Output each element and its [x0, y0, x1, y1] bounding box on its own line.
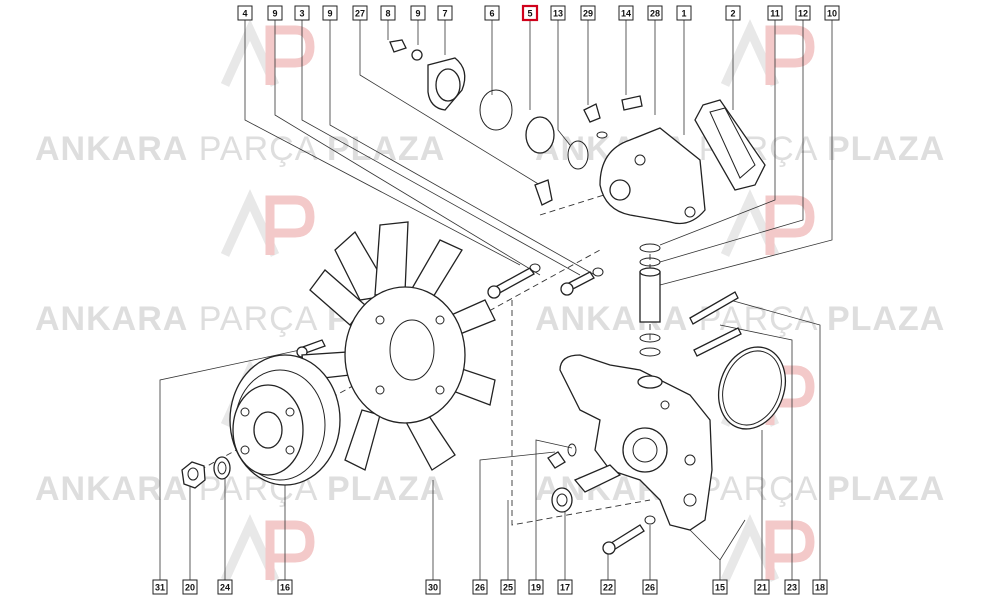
leader-lines-bottom [159, 299, 821, 580]
callout-number: 6 [489, 9, 494, 19]
callout-number: 19 [531, 583, 541, 593]
callout-number: 9 [327, 9, 332, 19]
callout-19: 19 [528, 579, 544, 595]
callout-7: 7 [437, 5, 453, 21]
callout-number: 23 [787, 583, 797, 593]
callout-21: 21 [754, 579, 770, 595]
callout-24: 24 [217, 579, 233, 595]
callout-number: 12 [798, 9, 808, 19]
callout-number: 14 [621, 9, 631, 19]
callout-9: 9 [410, 5, 426, 21]
callout-15: 15 [712, 579, 728, 595]
callout-number: 26 [645, 583, 655, 593]
callout-number: 16 [280, 583, 290, 593]
callout-number: 4 [242, 9, 247, 19]
callout-number: 10 [827, 9, 837, 19]
callout-11: 11 [767, 5, 783, 21]
callout-number: 13 [553, 9, 563, 19]
callout-17: 17 [557, 579, 573, 595]
pulley-hub [229, 354, 341, 486]
callout-30: 30 [425, 579, 441, 595]
callout-26: 26 [472, 579, 488, 595]
callout-number: 22 [603, 583, 613, 593]
callout-number: 1 [681, 9, 686, 19]
callout-number: 15 [715, 583, 725, 593]
callout-number: 5 [527, 9, 532, 19]
callout-4: 4 [237, 5, 253, 21]
callout-number: 11 [770, 9, 780, 19]
svg-text:ANKARA PARÇA PLAZA: ANKARA PARÇA PLAZA [35, 470, 445, 508]
callout-number: 3 [299, 9, 304, 19]
callout-25: 25 [500, 579, 516, 595]
callout-16: 16 [277, 579, 293, 595]
callout-13: 13 [550, 5, 566, 21]
callout-28: 28 [647, 5, 663, 21]
callout-number: 29 [583, 9, 593, 19]
callout-10: 10 [824, 5, 840, 21]
studs [689, 291, 742, 357]
callout-number: 18 [815, 583, 825, 593]
callout-1: 1 [676, 5, 692, 21]
callout-number: 9 [272, 9, 277, 19]
callout-5: 5 [521, 4, 539, 22]
callout-8: 8 [380, 5, 396, 21]
callout-2: 2 [725, 5, 741, 21]
callout-number: 9 [415, 9, 420, 19]
callout-27: 27 [352, 5, 368, 21]
connecting-tube [639, 243, 661, 357]
watermark-text: ANKARA PARÇA PLAZA ANKARA PARÇA PLAZA AN… [35, 130, 945, 508]
callout-9: 9 [267, 5, 283, 21]
pump-gasket [718, 346, 786, 430]
callout-number: 28 [650, 9, 660, 19]
pump-body [559, 354, 713, 531]
callout-9: 9 [322, 5, 338, 21]
callout-3: 3 [294, 5, 310, 21]
callout-31: 31 [152, 579, 168, 595]
callout-number: 27 [355, 9, 365, 19]
callout-14: 14 [618, 5, 634, 21]
callout-12: 12 [795, 5, 811, 21]
callouts-bottom-row: 31 20 24 16 30 26 25 19 17 22 26 15 21 23 18 [152, 579, 828, 595]
bolts [296, 263, 656, 555]
svg-text:ANKARA PARÇA PLAZA: ANKARA PARÇA PLAZA [535, 300, 945, 338]
callout-number: 30 [428, 583, 438, 593]
callout-20: 20 [182, 579, 198, 595]
callout-number: 7 [442, 9, 447, 19]
callout-number: 24 [220, 583, 230, 593]
leader-lines-top [244, 20, 833, 286]
callout-number: 17 [560, 583, 570, 593]
callout-number: 8 [385, 9, 390, 19]
callout-number: 2 [730, 9, 735, 19]
callout-number: 20 [185, 583, 195, 593]
callout-18: 18 [812, 579, 828, 595]
callout-26: 26 [642, 579, 658, 595]
shaft-parts [547, 443, 577, 513]
svg-text:ANKARA PARÇA PLAZA: ANKARA PARÇA PLAZA [35, 130, 445, 168]
callout-6: 6 [484, 5, 500, 21]
callout-23: 23 [784, 579, 800, 595]
upper-housing [599, 99, 766, 225]
callout-22: 22 [600, 579, 616, 595]
callout-number: 31 [155, 583, 165, 593]
callout-number: 25 [503, 583, 513, 593]
callout-number: 21 [757, 583, 767, 593]
nut-washer [181, 456, 231, 489]
callout-number: 26 [475, 583, 485, 593]
cooling-fan [301, 221, 496, 471]
thermostat-group [389, 39, 643, 206]
callout-29: 29 [580, 5, 596, 21]
